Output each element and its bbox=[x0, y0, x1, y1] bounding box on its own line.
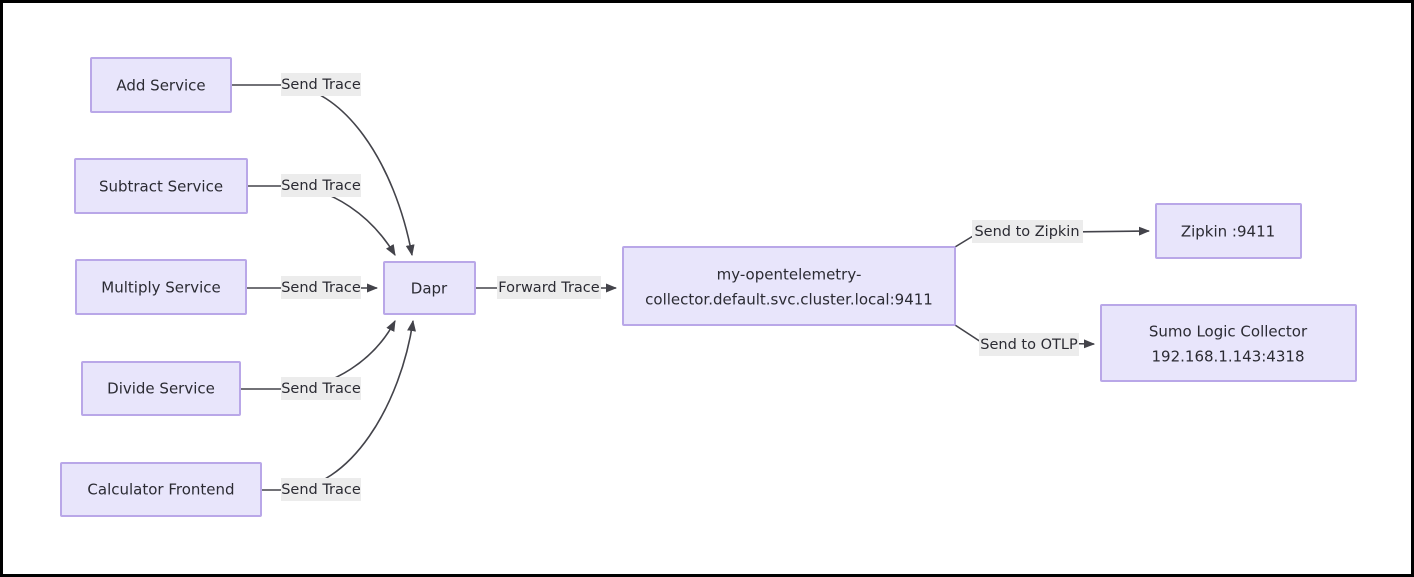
edge-label-frontend-send-trace-bg bbox=[281, 478, 361, 501]
edge-label-send-to-otlp: Send to OTLP bbox=[979, 333, 1079, 356]
node-divide-service-box[interactable] bbox=[81, 361, 241, 416]
node-otel-collector-box[interactable] bbox=[622, 246, 956, 326]
node-zipkin[interactable]: Zipkin :9411 bbox=[1155, 203, 1302, 259]
edge-add-to-dapr bbox=[231, 84, 415, 257]
edge-label-divide-send-trace-text: Send Trace bbox=[281, 381, 361, 397]
edge-label-frontend-send-trace-text: Send Trace bbox=[281, 482, 361, 498]
edge-frontend-to-dapr bbox=[261, 319, 416, 491]
node-dapr-box[interactable] bbox=[383, 261, 476, 315]
edge-label-send-to-otlp-text: Send to OTLP bbox=[980, 337, 1078, 353]
nodes-layer: Add Service Subtract Service Multiply Se… bbox=[60, 57, 1357, 517]
flowchart-svg: Add Service Subtract Service Multiply Se… bbox=[60, 57, 1357, 517]
edge-labels-layer: Send Trace Send Trace Send Trace Send Tr… bbox=[281, 73, 1083, 501]
node-otel-collector[interactable]: my-opentelemetry- collector.default.svc.… bbox=[622, 246, 956, 326]
edge-label-subtract-send-trace-bg bbox=[281, 174, 361, 197]
node-sumo-logic-collector-label-line1: Sumo Logic Collector bbox=[1149, 323, 1308, 341]
node-subtract-service[interactable]: Subtract Service bbox=[74, 158, 248, 214]
edge-label-divide-send-trace-bg bbox=[281, 377, 361, 400]
node-calculator-frontend-label: Calculator Frontend bbox=[87, 481, 234, 499]
node-divide-service[interactable]: Divide Service bbox=[81, 361, 241, 416]
edge-label-forward-trace-bg bbox=[497, 276, 601, 299]
edge-label-send-to-zipkin: Send to Zipkin bbox=[972, 220, 1083, 243]
edge-label-multiply-send-trace: Send Trace bbox=[281, 276, 361, 299]
node-zipkin-label: Zipkin :9411 bbox=[1181, 223, 1275, 241]
edge-label-send-to-zipkin-text: Send to Zipkin bbox=[974, 224, 1079, 240]
node-subtract-service-label: Subtract Service bbox=[99, 178, 223, 196]
node-otel-collector-label-line2: collector.default.svc.cluster.local:9411 bbox=[645, 291, 933, 309]
edge-label-subtract-send-trace-text: Send Trace bbox=[281, 178, 361, 194]
edge-label-add-send-trace-bg bbox=[281, 73, 361, 96]
node-add-service-box[interactable] bbox=[90, 57, 232, 113]
edge-label-forward-trace-text: Forward Trace bbox=[498, 280, 599, 296]
node-multiply-service-label: Multiply Service bbox=[101, 279, 220, 297]
node-sumo-logic-collector[interactable]: Sumo Logic Collector 192.168.1.143:4318 bbox=[1100, 304, 1357, 382]
node-multiply-service[interactable]: Multiply Service bbox=[75, 259, 247, 315]
edge-label-send-to-otlp-bg bbox=[979, 333, 1079, 356]
edge-label-subtract-send-trace: Send Trace bbox=[281, 174, 361, 197]
node-otel-collector-label-line1: my-opentelemetry- bbox=[717, 266, 862, 284]
node-subtract-service-box[interactable] bbox=[74, 158, 248, 214]
node-zipkin-box[interactable] bbox=[1155, 203, 1302, 259]
node-dapr-label: Dapr bbox=[411, 280, 448, 298]
edge-label-frontend-send-trace: Send Trace bbox=[281, 478, 361, 501]
edge-label-add-send-trace-text: Send Trace bbox=[281, 77, 361, 93]
edge-label-multiply-send-trace-bg bbox=[281, 276, 361, 299]
node-divide-service-label: Divide Service bbox=[107, 380, 215, 398]
edge-label-send-to-zipkin-bg bbox=[972, 220, 1083, 243]
node-add-service-label: Add Service bbox=[116, 77, 205, 95]
node-dapr[interactable]: Dapr bbox=[383, 261, 476, 315]
edge-label-multiply-send-trace-text: Send Trace bbox=[281, 280, 361, 296]
edge-label-divide-send-trace: Send Trace bbox=[281, 377, 361, 400]
node-multiply-service-box[interactable] bbox=[75, 259, 247, 315]
node-sumo-logic-collector-box[interactable] bbox=[1100, 304, 1357, 382]
edge-label-add-send-trace: Send Trace bbox=[281, 73, 361, 96]
node-calculator-frontend-box[interactable] bbox=[60, 462, 262, 517]
edge-label-forward-trace: Forward Trace bbox=[497, 276, 601, 299]
node-add-service[interactable]: Add Service bbox=[90, 57, 232, 113]
node-calculator-frontend[interactable]: Calculator Frontend bbox=[60, 462, 262, 517]
node-sumo-logic-collector-label-line2: 192.168.1.143:4318 bbox=[1152, 348, 1305, 366]
